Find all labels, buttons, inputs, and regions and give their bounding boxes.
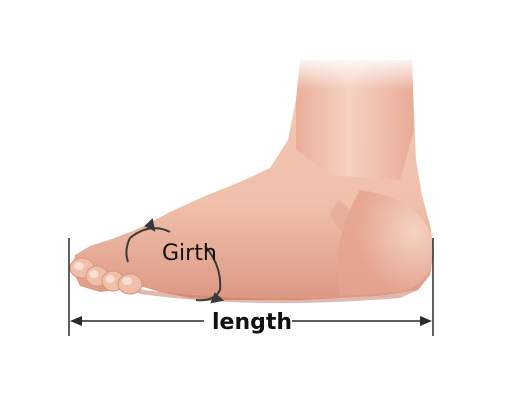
leg-fade bbox=[290, 55, 420, 90]
girth-arrow-bottom bbox=[210, 292, 225, 304]
toes bbox=[69, 257, 143, 295]
girth-label: Girth bbox=[162, 241, 217, 266]
toenail-3 bbox=[105, 275, 115, 283]
length-label: length bbox=[212, 310, 292, 335]
toenail-1 bbox=[74, 262, 84, 270]
foot-illustration bbox=[69, 55, 434, 304]
length-measure bbox=[68, 238, 434, 336]
girth-loop-right bbox=[195, 245, 222, 302]
girth-arrow-top bbox=[144, 217, 156, 232]
length-arrow-left bbox=[70, 316, 82, 326]
heel-shape bbox=[337, 190, 434, 296]
toenail-4 bbox=[122, 277, 132, 285]
girth-loop-left bbox=[125, 237, 131, 263]
length-arrow-right bbox=[420, 316, 432, 326]
ankle-bone-shade bbox=[330, 200, 355, 236]
girth-loop bbox=[125, 217, 225, 304]
toenail-2 bbox=[89, 270, 99, 278]
